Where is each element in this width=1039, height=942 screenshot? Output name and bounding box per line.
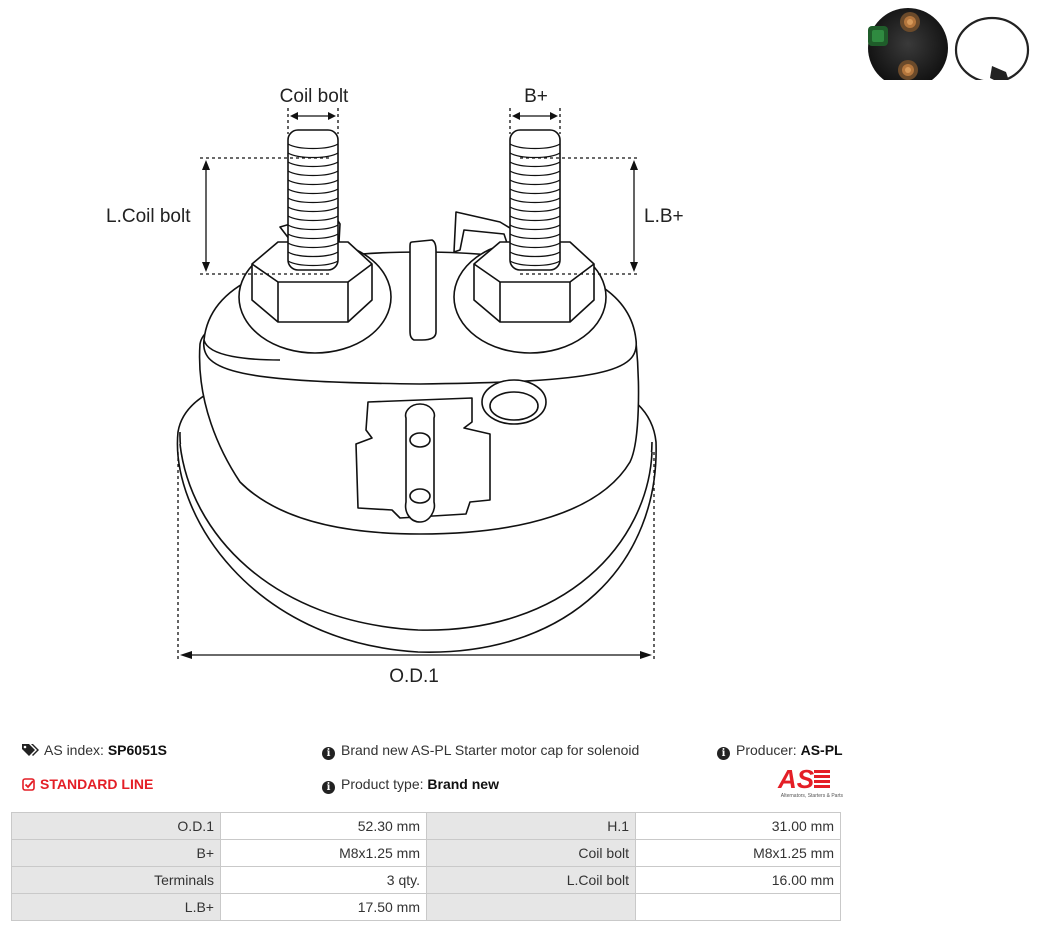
spec-value: 31.00 mm — [635, 812, 841, 840]
info-icon: i — [717, 747, 730, 760]
spec-key: Terminals — [11, 866, 221, 894]
b-plus-label: B+ — [524, 86, 548, 107]
coil-bolt-label: Coil bolt — [280, 86, 349, 107]
check-square-icon — [22, 776, 35, 792]
info-icon: i — [322, 747, 335, 760]
spec-key: L.Coil bolt — [426, 866, 636, 894]
spec-key: L.B+ — [11, 893, 221, 921]
spec-value: 52.30 mm — [220, 812, 427, 840]
as-index: AS index: SP6051S — [22, 742, 167, 758]
spec-value: M8x1.25 mm — [635, 839, 841, 867]
spec-key: O.D.1 — [11, 812, 221, 840]
spec-value: 17.50 mm — [220, 893, 427, 921]
standard-line-badge: STANDARD LINE — [22, 776, 153, 792]
spec-value: M8x1.25 mm — [220, 839, 427, 867]
spec-key: H.1 — [426, 812, 636, 840]
l-coil-bolt-label: L.Coil bolt — [106, 206, 191, 227]
tags-icon — [22, 742, 39, 758]
product-thumbnail[interactable] — [858, 8, 1034, 84]
as-pl-logo[interactable]: AS Alternators, Starters & Parts — [762, 764, 844, 800]
info-icon: i — [322, 781, 335, 794]
spec-key: B+ — [11, 839, 221, 867]
spec-key: Coil bolt — [426, 839, 636, 867]
table-row: L.B+17.50 mm — [11, 893, 841, 921]
od1-label: O.D.1 — [389, 666, 439, 687]
logo-text: AS — [777, 764, 815, 794]
technical-drawing: Coil bolt B+ L.Coil bolt L.B+ O.D.1 — [106, 86, 684, 687]
as-index-value[interactable]: SP6051S — [107, 742, 167, 758]
spec-value: 16.00 mm — [635, 866, 841, 894]
logo-tagline: Alternators, Starters & Parts — [781, 793, 844, 799]
spec-value — [635, 893, 841, 921]
spec-key — [426, 893, 636, 921]
l-b-plus-label: L.B+ — [644, 206, 684, 227]
spec-value: 3 qty. — [220, 866, 427, 894]
